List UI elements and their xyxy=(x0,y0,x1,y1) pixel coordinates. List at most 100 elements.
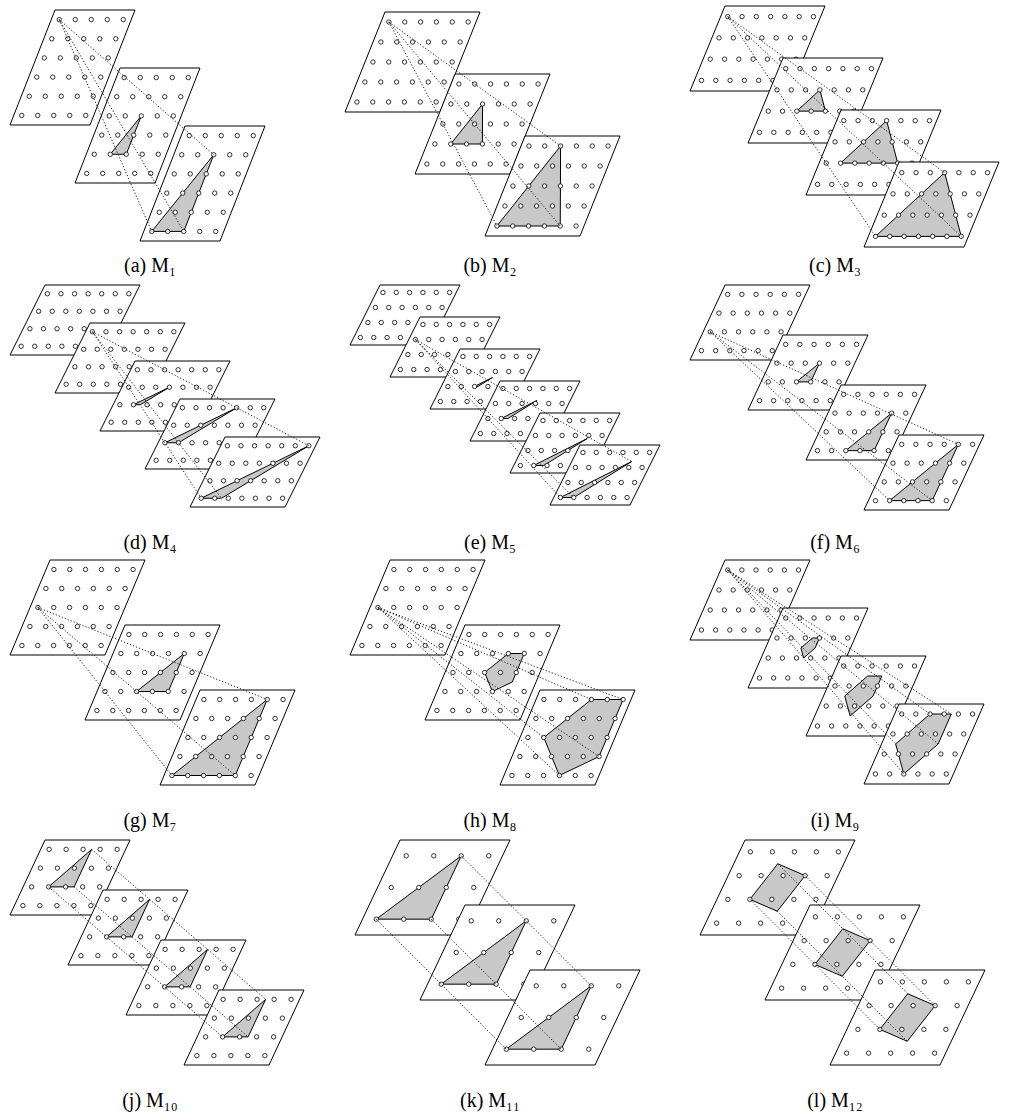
lattice-point xyxy=(262,406,266,410)
lattice-point xyxy=(114,37,118,41)
lattice-point xyxy=(229,1053,233,1057)
lattice-point xyxy=(900,170,904,174)
polygon-slice xyxy=(845,676,882,716)
lattice-point xyxy=(867,161,871,165)
lattice-point xyxy=(406,352,410,356)
lattice-point xyxy=(358,335,362,339)
lattice-point xyxy=(759,588,763,592)
lattice-point xyxy=(293,444,297,448)
lattice-point xyxy=(841,66,845,70)
lattice-point xyxy=(597,716,601,720)
lattice-point xyxy=(770,348,774,352)
lattice-point xyxy=(406,320,410,324)
lattice-point xyxy=(163,95,167,99)
lattice-point xyxy=(953,213,957,217)
lattice-point xyxy=(781,873,785,877)
lattice-point xyxy=(740,292,744,296)
lattice-point xyxy=(541,773,545,777)
lattice-point xyxy=(150,651,154,655)
lattice-point xyxy=(933,461,937,465)
lattice-point xyxy=(214,229,218,233)
lattice-point xyxy=(782,292,786,296)
lattice-point xyxy=(771,676,775,680)
lattice-point xyxy=(394,290,398,294)
lattice-point xyxy=(402,917,406,921)
lattice-point xyxy=(914,442,918,446)
lattice-point xyxy=(888,1051,892,1055)
subfigure-caption: (i) M₉ xyxy=(808,808,863,832)
lattice-point xyxy=(942,170,946,174)
lattice-point xyxy=(497,919,501,923)
lattice-point xyxy=(962,732,966,736)
lattice-point xyxy=(856,1027,860,1031)
lattice-point xyxy=(447,624,451,628)
lattice-point xyxy=(203,441,207,445)
lattice-point xyxy=(498,708,502,712)
lattice-panel xyxy=(345,12,620,236)
lattice-point xyxy=(123,114,127,118)
lattice-point xyxy=(181,191,185,195)
lattice-point xyxy=(573,697,577,701)
lattice-point xyxy=(372,335,376,339)
lattice-point xyxy=(847,411,851,415)
lattice-point xyxy=(545,463,549,467)
lattice-point xyxy=(900,980,904,984)
lattice-point xyxy=(138,75,142,79)
lattice-points xyxy=(504,984,621,1052)
lattice-point xyxy=(968,213,972,217)
dotted-line xyxy=(389,22,561,146)
lattice-point xyxy=(217,735,221,739)
lattice-point xyxy=(708,608,712,612)
lattice-point xyxy=(789,636,793,640)
lattice-point xyxy=(459,651,463,655)
lattice-point xyxy=(573,773,577,777)
lattice-point xyxy=(613,465,617,469)
lattice-point xyxy=(52,113,56,117)
polygon-slice xyxy=(797,90,826,111)
lattice-point xyxy=(514,386,518,390)
lattice-point xyxy=(419,352,423,356)
lattice-point xyxy=(726,897,730,901)
lattice-panel xyxy=(690,285,984,510)
lattice-point xyxy=(179,985,183,989)
lattice-point xyxy=(861,411,865,415)
lattice-point xyxy=(163,947,167,951)
lattice-point xyxy=(252,444,256,448)
lattice-point xyxy=(194,406,198,410)
lattice-point xyxy=(164,916,168,920)
lattice-point xyxy=(722,608,726,612)
dotted-line xyxy=(59,20,152,232)
lattice-point xyxy=(488,82,492,86)
lattice-point xyxy=(280,496,284,500)
dotted-line xyxy=(378,608,544,738)
lattice-point xyxy=(768,292,772,296)
lattice-point xyxy=(143,632,147,636)
lattice-point xyxy=(111,670,115,674)
lattice-point xyxy=(90,56,94,60)
lattice-point xyxy=(833,140,837,144)
lattice-point xyxy=(957,170,961,174)
lattice-point xyxy=(856,392,860,396)
lattice-point xyxy=(541,386,545,390)
lattice-point xyxy=(194,716,198,720)
lattice-point xyxy=(135,651,139,655)
lattice-point xyxy=(263,1016,267,1020)
lattice-point xyxy=(511,184,515,188)
lattice-point xyxy=(528,102,532,106)
lattice-point xyxy=(922,980,926,984)
dotted-line xyxy=(710,332,932,501)
lattice-point xyxy=(884,392,888,396)
dotted-line xyxy=(728,17,961,237)
lattice-panel xyxy=(10,560,295,785)
lattice-point xyxy=(410,80,414,84)
lattice-point xyxy=(399,624,403,628)
lattice-point xyxy=(510,773,514,777)
lattice-point xyxy=(873,772,877,776)
lattice-point xyxy=(501,354,505,358)
lattice-point xyxy=(550,164,554,168)
lattice-point xyxy=(582,204,586,208)
lattice-point xyxy=(60,586,64,590)
lattice-point xyxy=(100,365,104,369)
lattice-point xyxy=(590,184,594,188)
polygon-slice xyxy=(137,654,185,692)
